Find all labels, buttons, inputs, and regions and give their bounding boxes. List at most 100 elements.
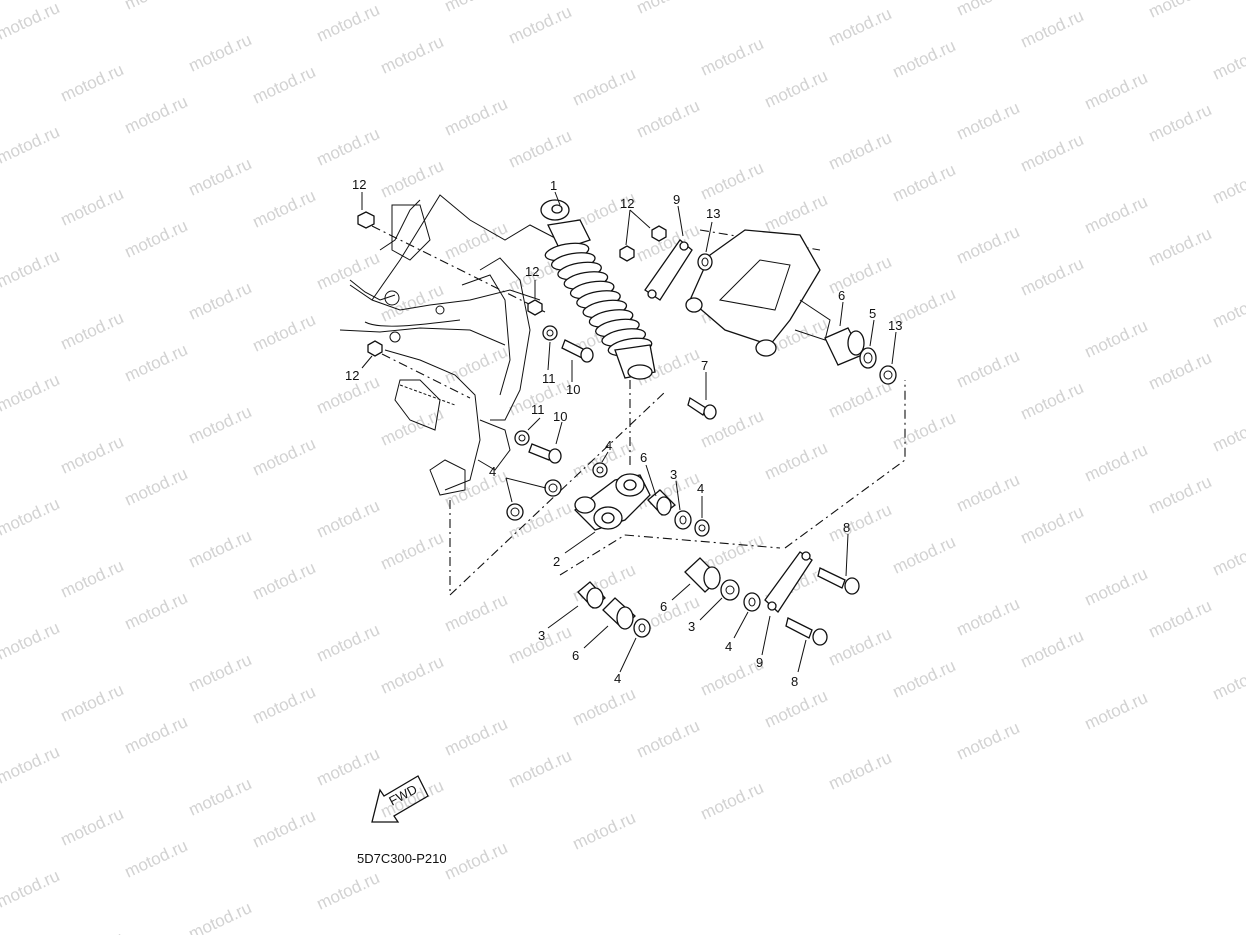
watermark-text: motod.ru bbox=[762, 190, 831, 236]
watermark-text: motod.ru bbox=[506, 126, 575, 172]
leader-lines bbox=[361, 191, 897, 673]
callout-4: 4 bbox=[605, 438, 612, 453]
callout-4: 4 bbox=[697, 481, 704, 496]
watermark-text: motod.ru bbox=[314, 496, 383, 542]
callout-10: 10 bbox=[566, 382, 580, 397]
callout-11: 11 bbox=[531, 402, 545, 417]
watermark-text: motod.ru bbox=[186, 402, 255, 448]
watermark-text: motod.ru bbox=[570, 684, 639, 730]
watermark-text: motod.ru bbox=[1146, 596, 1215, 642]
watermark-text: motod.ru bbox=[58, 556, 127, 602]
watermark-text: motod.ru bbox=[0, 618, 62, 664]
watermark-text: motod.ru bbox=[186, 526, 255, 572]
shock-absorber bbox=[540, 199, 656, 380]
watermark-text: motod.ru bbox=[826, 500, 895, 546]
watermark-text: motod.ru bbox=[58, 184, 127, 230]
watermark-text: motod.ru bbox=[698, 158, 767, 204]
watermark-text: motod.ru bbox=[0, 742, 62, 788]
watermark-text: motod.ru bbox=[0, 494, 62, 540]
watermark-text: motod.ru bbox=[826, 128, 895, 174]
watermark-text: motod.ru bbox=[698, 34, 767, 80]
small-parts bbox=[357, 211, 897, 646]
watermark-text: motod.ru bbox=[954, 0, 1023, 20]
watermark-text: motod.ru bbox=[1082, 564, 1151, 610]
callout-7: 7 bbox=[701, 358, 708, 373]
watermark-text: motod.ru bbox=[890, 160, 959, 206]
swingarm-link bbox=[685, 229, 831, 357]
callout-9: 9 bbox=[756, 655, 763, 670]
callout-9: 9 bbox=[673, 192, 680, 207]
frame-drawing bbox=[339, 194, 556, 496]
watermark-text: motod.ru bbox=[1146, 224, 1215, 270]
watermark-text: motod.ru bbox=[122, 588, 191, 634]
watermark-text: motod.ru bbox=[122, 340, 191, 386]
watermark-text: motod.ru bbox=[890, 532, 959, 578]
callout-8: 8 bbox=[843, 520, 850, 535]
watermark-text: motod.ru bbox=[826, 252, 895, 298]
watermark-text: motod.ru bbox=[0, 246, 62, 292]
watermark-text: motod.ru bbox=[58, 432, 127, 478]
watermark-text: motod.ru bbox=[1082, 192, 1151, 238]
watermark-text: motod.ru bbox=[762, 66, 831, 112]
callout-6: 6 bbox=[660, 599, 667, 614]
watermark-text: motod.ru bbox=[762, 438, 831, 484]
watermark-text: motod.ru bbox=[186, 154, 255, 200]
watermark-text: motod.ru bbox=[58, 680, 127, 726]
watermark-text: motod.ru bbox=[442, 590, 511, 636]
callout-1: 1 bbox=[550, 178, 557, 193]
watermark-text: motod.ru bbox=[58, 308, 127, 354]
watermark-text: motod.ru bbox=[250, 682, 319, 728]
watermark-text: motod.ru bbox=[1018, 626, 1087, 672]
watermark-text: motod.ru bbox=[442, 94, 511, 140]
watermark-text: motod.ru bbox=[890, 36, 959, 82]
watermark-text: motod.ru bbox=[122, 92, 191, 138]
callout-12: 12 bbox=[345, 368, 359, 383]
plate-upper bbox=[644, 239, 693, 301]
watermark-text: motod.ru bbox=[1210, 410, 1246, 456]
callout-8: 8 bbox=[791, 674, 798, 689]
watermark-text: motod.ru bbox=[186, 650, 255, 696]
watermark-text: motod.ru bbox=[314, 248, 383, 294]
watermark-text: motod.ru bbox=[954, 718, 1023, 764]
watermark-text: motod.ru bbox=[442, 0, 511, 16]
relay-arm bbox=[574, 473, 651, 531]
watermark-text: motod.ru bbox=[826, 624, 895, 670]
callout-10: 10 bbox=[553, 409, 567, 424]
callout-6: 6 bbox=[838, 288, 845, 303]
callout-4: 4 bbox=[725, 639, 732, 654]
watermark-text: motod.ru bbox=[250, 434, 319, 480]
watermark-text: motod.ru bbox=[250, 62, 319, 108]
watermark-text: motod.ru bbox=[1018, 6, 1087, 52]
watermark-text: motod.ru bbox=[0, 122, 62, 168]
watermark-text: motod.ru bbox=[122, 712, 191, 758]
watermark-text: motod.ru bbox=[314, 744, 383, 790]
drawing-code: 5D7C300-P210 bbox=[357, 851, 447, 866]
watermark-text: motod.ru bbox=[1082, 688, 1151, 734]
watermark-text: motod.ru bbox=[698, 778, 767, 824]
watermark-text: motod.ru bbox=[826, 4, 895, 50]
watermark-text: motod.ru bbox=[186, 30, 255, 76]
watermark-text: motod.ru bbox=[1210, 38, 1246, 84]
callout-6: 6 bbox=[572, 648, 579, 663]
callout-2: 2 bbox=[553, 554, 560, 569]
watermark-text: motod.ru bbox=[122, 464, 191, 510]
watermark-text: motod.ru bbox=[442, 714, 511, 760]
watermark-text: motod.ru bbox=[506, 746, 575, 792]
callout-13: 13 bbox=[888, 318, 902, 333]
watermark-text: motod.ru bbox=[58, 804, 127, 850]
watermark-text: motod.ru bbox=[762, 686, 831, 732]
watermark-text: motod.ru bbox=[250, 310, 319, 356]
callout-3: 3 bbox=[670, 467, 677, 482]
callout-13: 13 bbox=[706, 206, 720, 221]
watermark-text: motod.ru bbox=[58, 928, 127, 935]
callout-12: 12 bbox=[620, 196, 634, 211]
callouts: 1 2 3 3 3 4 4 4 4 4 5 6 6 6 6 7 8 8 9 9 … bbox=[345, 177, 902, 689]
callout-11: 11 bbox=[542, 371, 556, 386]
watermark-text: motod.ru bbox=[1082, 68, 1151, 114]
watermark-text: motod.ru bbox=[378, 528, 447, 574]
callout-12: 12 bbox=[525, 264, 539, 279]
watermark-text: motod.ru bbox=[1146, 100, 1215, 146]
watermark-text: motod.ru bbox=[954, 222, 1023, 268]
